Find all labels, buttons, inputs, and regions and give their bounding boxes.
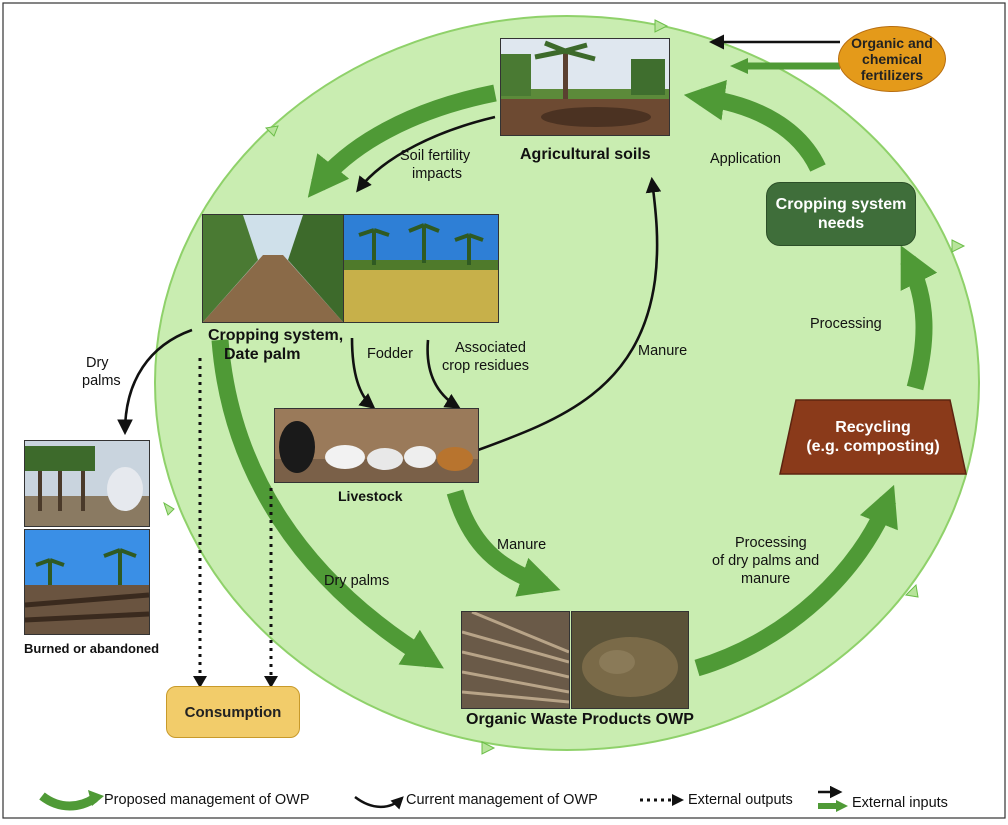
owp-label: Organic Waste Products OWP [466,711,694,728]
burned-palms-photo [24,440,150,527]
cropping-system-label-line1: Cropping system, [208,327,344,344]
cropping-needs-line1: Cropping system [775,196,907,213]
current-arrows [117,115,662,452]
cropping-system-needs-node: Cropping system needs [766,182,916,246]
livestock-label: Livestock [338,488,403,504]
fertilizers-line2: chemical [862,51,922,67]
dry-palms-left-line2: palms [82,373,121,389]
consumption-label: Consumption [184,703,282,721]
recycling-line2: (e.g. composting) [806,438,940,455]
manure-down-label: Manure [497,537,547,553]
processing-dry-label-line3: manure [741,571,791,587]
dry-palms-left-line1: Dry [86,355,109,371]
circle-direction-markers [163,19,966,755]
proposed-arrows [211,80,938,677]
agricultural-soils-photo [500,38,670,136]
legend-symbols [39,785,848,812]
legend-external-outputs: External outputs [688,792,793,808]
processing-label: Processing [810,316,882,332]
soil-fertility-label-line1: Soil fertility [400,148,471,164]
date-palm-field-photo [343,214,499,323]
associated-label-line2: crop residues [442,358,530,374]
fodder-label: Fodder [367,346,413,362]
livestock-photo [274,408,479,483]
manure-up-label: Manure [638,343,688,359]
abandoned-palms-photo [24,529,150,635]
cropping-system-label-line2: Date palm [224,346,301,363]
associated-label-line1: Associated [455,340,526,356]
fertilizers-line1: Organic and [851,35,933,51]
recycling-line1: Recycling [835,419,911,436]
external-output-arrows [198,358,273,676]
soil-fertility-label-line2: impacts [412,166,462,182]
consumption-node: Consumption [166,686,300,738]
legend-current: Current management of OWP [406,792,598,808]
cropping-needs-line2: needs [817,215,865,232]
fertilizers-line3: fertilizers [860,67,924,83]
owp-palm-residue-photo [461,611,570,709]
date-palm-path-photo [202,214,344,323]
processing-dry-label-line2: of dry palms and [712,553,820,569]
legend-external-inputs: External inputs [852,795,948,811]
fertilizers-node: Organic and chemical fertilizers [838,26,946,92]
burned-label: Burned or abandoned [24,641,160,656]
recycling-node: Recycling (e.g. composting) [778,398,968,476]
legend-proposed: Proposed management of OWP [104,792,310,808]
dry-palms-mid-label: Dry palms [324,573,390,589]
recycling-node-shape [779,399,967,475]
processing-dry-label-line1: Processing [735,535,807,551]
owp-manure-photo [571,611,689,709]
application-label: Application [710,151,781,167]
agricultural-soils-label: Agricultural soils [520,146,651,163]
